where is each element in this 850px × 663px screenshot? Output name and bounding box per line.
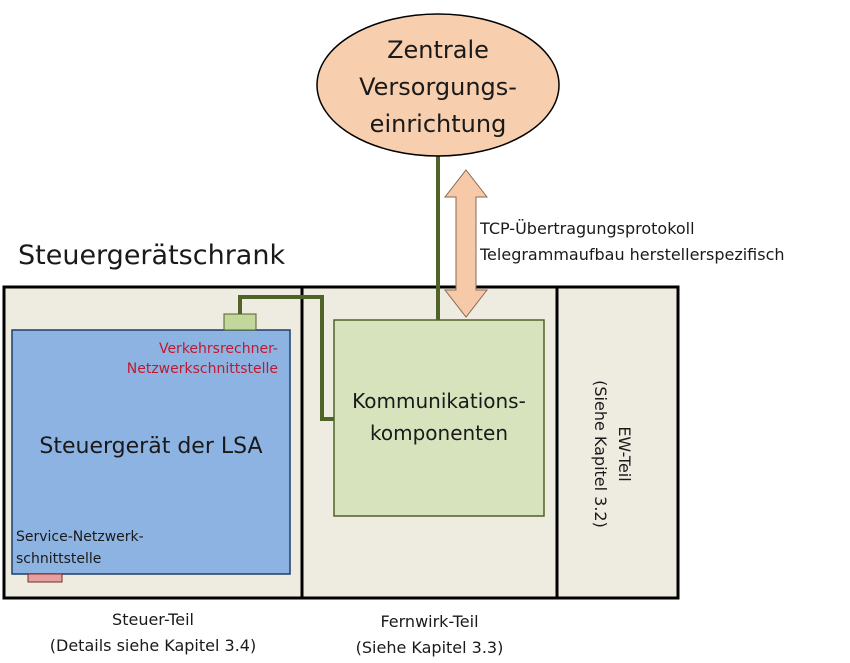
double-arrow-icon (443, 169, 489, 318)
central-line3: einrichtung (369, 110, 507, 138)
steuer-part-label: Steuer-Teil (Details siehe Kapitel 3.4) (4, 607, 302, 659)
central-line1: Zentrale (387, 36, 489, 64)
service-interface-connector (27, 573, 63, 583)
traffic-interface-label: Verkehrsrechner- Netzwerkschnittstelle (127, 339, 278, 379)
cabinet-title: Steuergerätschrank (18, 240, 286, 271)
steuer-part-line2: (Details siehe Kapitel 3.4) (49, 636, 257, 655)
fernwirk-part-line1: Fernwirk-Teil (380, 612, 479, 631)
communication-line2: komponenten (370, 421, 508, 445)
ew-part-label: EW-Teil (Siehe Kapitel 3.2) (588, 339, 636, 569)
service-interface-line1: Service-Netzwerk- (16, 529, 144, 545)
service-interface-line2: schnittstelle (16, 551, 102, 567)
ew-part-line1: EW-Teil (615, 426, 634, 482)
communication-label: Kommunikations- komponenten (334, 385, 544, 449)
protocol-line1: TCP-Übertragungsprotokoll (480, 219, 695, 238)
steuer-part-line1: Steuer-Teil (112, 610, 194, 629)
service-interface-label: Service-Netzwerk- schnittstelle (16, 526, 144, 570)
central-ellipse (316, 13, 560, 157)
traffic-interface-line2: Netzwerkschnittstelle (126, 361, 278, 377)
fernwirk-part-line2: (Siehe Kapitel 3.3) (355, 638, 504, 657)
communication-box (333, 319, 545, 517)
ew-part-line2: (Siehe Kapitel 3.2) (591, 380, 610, 528)
central-line2: Versorgungs- (359, 73, 517, 101)
traffic-interface-line1: Verkehrsrechner- (158, 341, 278, 357)
internal-link-line (238, 295, 334, 421)
controller-box (11, 329, 291, 575)
controller-label: Steuergerät der LSA (39, 434, 263, 459)
ew-section (555, 285, 680, 600)
traffic-interface-connector (223, 313, 257, 331)
protocol-line2: Telegrammaufbau herstellerspezifisch (480, 245, 785, 264)
protocol-label: TCP-Übertragungsprotokoll Telegrammaufba… (480, 216, 785, 268)
fernwirk-part-label: Fernwirk-Teil (Siehe Kapitel 3.3) (302, 609, 557, 661)
communication-line1: Kommunikations- (352, 389, 526, 413)
central-label: Zentrale Versorgungs- einrichtung (318, 32, 558, 143)
